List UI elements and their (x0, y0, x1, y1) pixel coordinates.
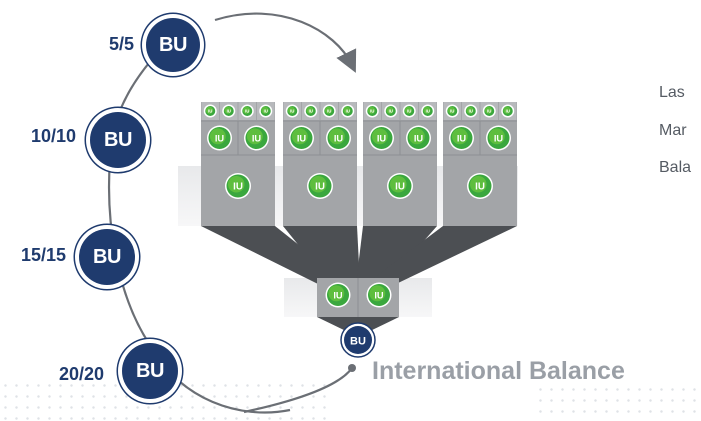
column-4-small-iu-1-label: IU (450, 109, 454, 114)
column-3-mid-iu-2-label: IU (414, 134, 424, 144)
column-4-small-iu-3-label: IU (487, 109, 491, 114)
column-4-small-iu-4-label: IU (506, 109, 510, 114)
international-balance-title: International Balance (372, 357, 625, 385)
column-4: IU IU IU IU IU IU IU (443, 102, 517, 226)
column-2-mid-iu-1-label: IU (297, 134, 307, 144)
side-text-line-1: Las (659, 84, 685, 101)
ratio-label-3: 15/15 (20, 245, 66, 265)
bu-badge-2-label: BU (104, 128, 132, 151)
column-4-main-iu: IU (467, 173, 493, 199)
column-4-mid-iu-1: IU (449, 125, 474, 151)
collector-iu-2: IU (366, 282, 392, 308)
column-1-small-iu-2: IU (222, 104, 236, 118)
side-text-line-2: Mar (659, 122, 687, 139)
column-2-small-iu-4: IU (341, 104, 355, 118)
funnel-wedge-2 (283, 226, 360, 284)
column-4-small-iu-2: IU (464, 104, 478, 118)
bu-badge-1: BU (146, 18, 200, 72)
column-2-small-iu-2: IU (304, 104, 318, 118)
column-1-small-iu-4: IU (259, 104, 273, 118)
column-2-mid-iu-2: IU (326, 125, 351, 151)
column-2-mid-iu-1: IU (289, 125, 314, 151)
column-1-small-iu-1: IU (203, 104, 217, 118)
column-3: IU IU IU IU IU IU IU (363, 102, 437, 226)
column-1-small-iu-1-label: IU (208, 109, 212, 114)
bu-badge-3: BU (79, 229, 135, 285)
column-2: IU IU IU IU IU IU IU (283, 102, 357, 226)
flow-arc (214, 12, 357, 73)
funnel-group (201, 226, 517, 284)
column-3-small-iu-1: IU (365, 104, 379, 118)
column-3-mid-iu-2: IU (406, 125, 431, 151)
bu-badge-2: BU (90, 112, 146, 168)
column-1: IU IU IU IU IU IU IU (201, 102, 275, 226)
dotted-strip-right (535, 384, 701, 421)
column-2-mid-iu-2-label: IU (334, 134, 344, 144)
ratio-label-2: 10/10 (30, 126, 76, 146)
arc-end-dot (348, 364, 356, 372)
column-1-main-iu-label: IU (233, 182, 243, 193)
column-4-small-iu-2-label: IU (469, 109, 473, 114)
bottom-arc (243, 367, 353, 414)
column-4-mid-iu-1-label: IU (457, 134, 467, 144)
column-2-small-iu-1-label: IU (290, 109, 294, 114)
collector-iu-1: IU (325, 282, 351, 308)
funnel-wedge-3 (356, 226, 437, 284)
column-4-mid-iu-2: IU (486, 125, 511, 151)
column-3-small-iu-4: IU (421, 104, 435, 118)
ratio-label-1: 5/5 (108, 34, 134, 54)
collector-iu-2-label: IU (374, 291, 384, 301)
column-1-mid-iu-1: IU (207, 125, 232, 151)
column-3-mid-iu-1: IU (369, 125, 394, 151)
side-text-line-3: Bala (659, 159, 692, 176)
column-2-small-iu-2-label: IU (309, 109, 313, 114)
center-bu-badge: BU (340, 322, 376, 358)
column-1-small-iu-3-label: IU (245, 109, 249, 114)
funnel-wedge-4 (366, 226, 517, 284)
column-1-mid-iu-1-label: IU (215, 134, 225, 144)
column-3-small-iu-2: IU (384, 104, 398, 118)
column-2-small-iu-3-label: IU (327, 109, 331, 114)
bu-badge-4: BU (122, 343, 178, 399)
column-3-small-iu-4-label: IU (426, 109, 430, 114)
column-2-small-iu-4-label: IU (346, 109, 350, 114)
column-3-small-iu-1-label: IU (370, 109, 374, 114)
column-4-main-iu-label: IU (475, 182, 485, 193)
bu-badge-1-label: BU (159, 33, 187, 56)
column-3-main-iu: IU (387, 173, 413, 199)
column-4-mid-iu-2-label: IU (494, 134, 504, 144)
center-bu-badge-label: BU (350, 336, 366, 348)
bu-badge-3-label: BU (93, 245, 121, 268)
column-2-small-iu-3: IU (322, 104, 336, 118)
column-2-small-iu-1: IU (285, 104, 299, 118)
column-1-small-iu-3: IU (240, 104, 254, 118)
collector-group: IU IU BU (317, 278, 399, 358)
column-4-small-iu-3: IU (482, 104, 496, 118)
column-1-mid-iu-2-label: IU (252, 134, 262, 144)
ratio-label-4: 20/20 (58, 364, 104, 384)
column-4-small-iu-4: IU (501, 104, 515, 118)
column-1-mid-iu-2: IU (244, 125, 269, 151)
column-2-main-iu: IU (307, 173, 333, 199)
column-3-small-iu-2-label: IU (389, 109, 393, 114)
column-3-mid-iu-1-label: IU (377, 134, 387, 144)
column-3-small-iu-3-label: IU (407, 109, 411, 114)
column-3-small-iu-3: IU (402, 104, 416, 118)
funnel-wedge-1 (201, 226, 348, 284)
column-3-main-iu-label: IU (395, 182, 405, 193)
column-1-small-iu-2-label: IU (227, 109, 231, 114)
bu-badge-4-label: BU (136, 359, 164, 382)
column-4-small-iu-1: IU (445, 104, 459, 118)
column-1-small-iu-4-label: IU (264, 109, 268, 114)
column-1-main-iu: IU (225, 173, 251, 199)
column-2-main-iu-label: IU (315, 182, 325, 193)
collector-iu-1-label: IU (333, 291, 343, 301)
